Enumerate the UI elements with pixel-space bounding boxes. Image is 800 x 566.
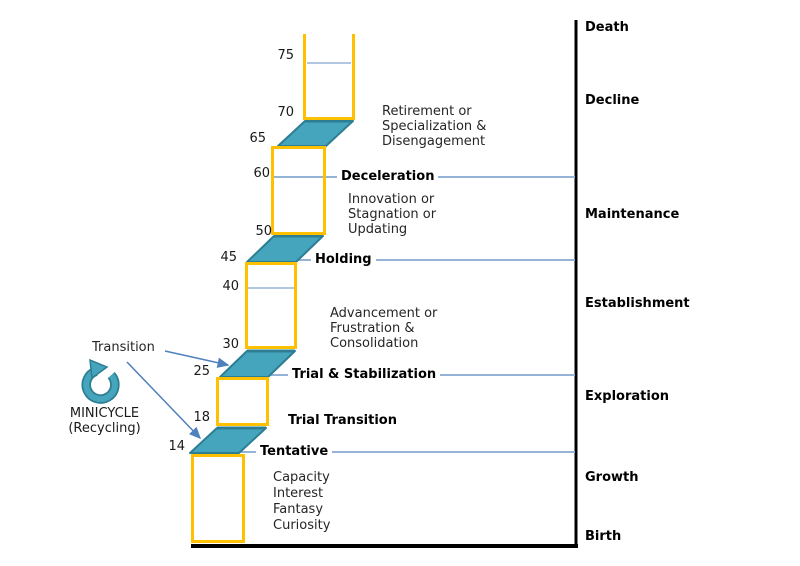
stage-label-birth: Birth	[585, 529, 622, 544]
note-establishment: Advancement or Frustration & Consolidati…	[330, 306, 438, 351]
stage-label-growth: Growth	[585, 470, 639, 485]
age-label-30: 30	[222, 337, 239, 352]
age-label-18: 18	[193, 410, 210, 425]
transition-arrow-upper	[164, 350, 230, 368]
stage-label-exploration: Exploration	[585, 389, 669, 404]
age-label-75: 75	[277, 48, 294, 63]
transition-label-trial-stabilization: Trial & Stabilization	[288, 367, 441, 383]
transition-annotation: Transition	[92, 340, 155, 355]
age-label-45: 45	[220, 250, 237, 265]
age-label-25: 25	[193, 364, 210, 379]
age-box-50-65	[271, 146, 326, 235]
age-box-birth-14	[191, 454, 245, 543]
stage-label-maintenance: Maintenance	[585, 207, 680, 222]
transition-label-deceleration: Deceleration	[337, 169, 439, 185]
age-label-14: 14	[168, 439, 185, 454]
note-decline: Retirement or Specialization & Disengage…	[382, 104, 487, 149]
stage-label-establishment: Establishment	[585, 296, 690, 311]
age-label-60: 60	[253, 166, 270, 181]
age-box-18-25	[216, 377, 269, 426]
age-label-70: 70	[277, 105, 294, 120]
minicycle-label: MINICYCLE (Recycling)	[68, 406, 141, 436]
note-maintenance: Innovation or Stagnation or Updating	[348, 192, 437, 237]
transition-label-tentative: Tentative	[256, 444, 333, 460]
transition-arrow-lower	[126, 361, 202, 440]
transition-step-14-18	[189, 427, 267, 454]
transition-step-25-30	[219, 350, 296, 378]
transition-step-65-70	[277, 120, 354, 147]
transition-label-holding: Holding	[311, 252, 376, 268]
age-box-30-45	[245, 262, 297, 349]
age-label-50: 50	[255, 224, 272, 239]
age-label-65: 65	[249, 131, 266, 146]
note-growth: Capacity Interest Fantasy Curiosity	[273, 470, 331, 533]
age-label-40: 40	[222, 279, 239, 294]
age-box-70-plus	[303, 34, 355, 120]
recycle-icon	[81, 358, 120, 404]
stage-label-decline: Decline	[585, 93, 640, 108]
stage-label-death: Death	[585, 20, 629, 35]
transition-label-trial-transition: Trial Transition	[288, 413, 397, 428]
